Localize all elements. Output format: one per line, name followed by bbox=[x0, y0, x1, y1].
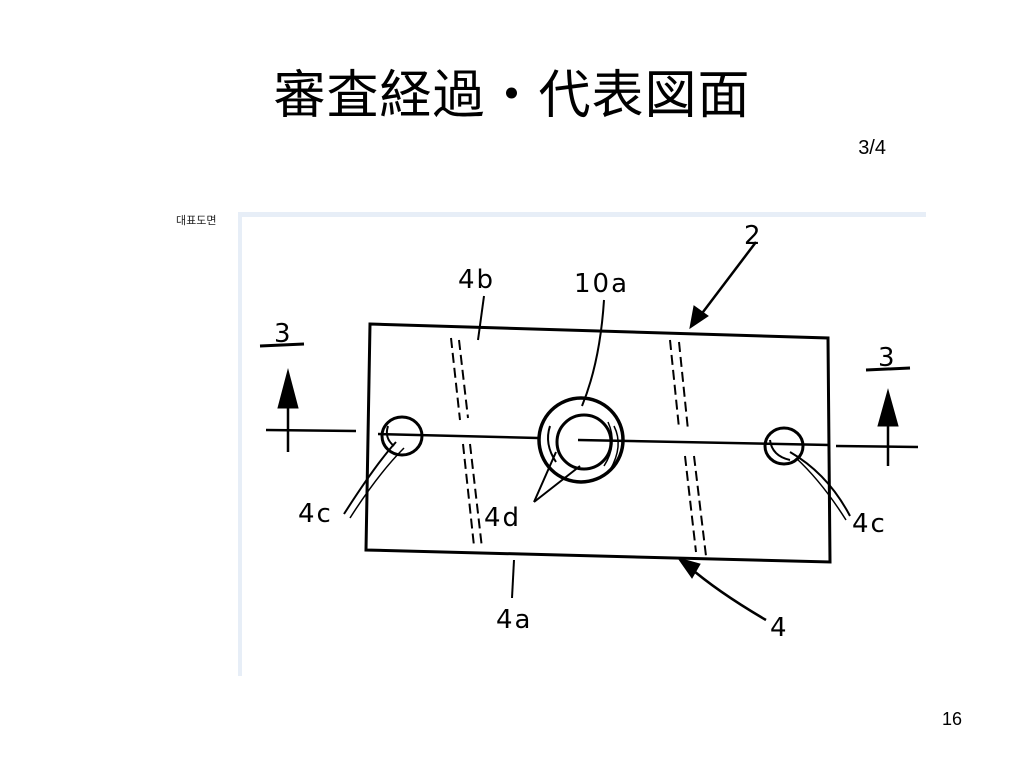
leader-4b bbox=[477, 295, 485, 341]
label-4c-right: 4c bbox=[852, 509, 887, 539]
patent-drawing: 2 4b 10a 4c 4d 4c 4a 4 3 3 bbox=[259, 221, 919, 643]
hidden-lines bbox=[450, 337, 707, 557]
section-marker-left bbox=[259, 342, 305, 452]
label-4a: 4a bbox=[496, 605, 532, 635]
label-section-right: 3 bbox=[878, 343, 897, 373]
arrowhead-2 bbox=[689, 305, 709, 330]
leader-4c-left-b bbox=[349, 447, 405, 519]
label-10a: 10a bbox=[574, 269, 629, 299]
section-marker-right bbox=[865, 366, 911, 466]
right-hole bbox=[763, 426, 805, 466]
leader-4a bbox=[511, 559, 515, 599]
leader-4c-right bbox=[789, 451, 851, 517]
plate-outline bbox=[364, 322, 832, 564]
label-2: 2 bbox=[744, 221, 763, 251]
page-number: 16 bbox=[941, 709, 962, 729]
leader-4c-right-b bbox=[795, 457, 847, 521]
leader-4d bbox=[533, 451, 581, 503]
center-hole bbox=[537, 396, 625, 484]
label-section-left: 3 bbox=[274, 319, 293, 349]
label-4d: 4d bbox=[484, 503, 521, 533]
patent-drawing-frame: 2 4b 10a 4c 4d 4c 4a 4 3 3 bbox=[238, 212, 926, 676]
figure-caption: 대표도면 bbox=[176, 214, 217, 227]
leader-10a bbox=[581, 299, 605, 407]
label-4c-left: 4c bbox=[298, 499, 333, 529]
slide-title: 審査経過・代表図面 bbox=[273, 66, 751, 126]
label-4b: 4b bbox=[458, 265, 495, 295]
leader-4 bbox=[687, 565, 767, 622]
slide-subtitle: 3/4 bbox=[858, 137, 886, 159]
leader-2 bbox=[699, 241, 757, 317]
arrowhead-4 bbox=[676, 557, 701, 579]
section-line bbox=[265, 428, 919, 449]
leader-4c-left bbox=[343, 441, 397, 515]
label-4: 4 bbox=[770, 613, 789, 643]
